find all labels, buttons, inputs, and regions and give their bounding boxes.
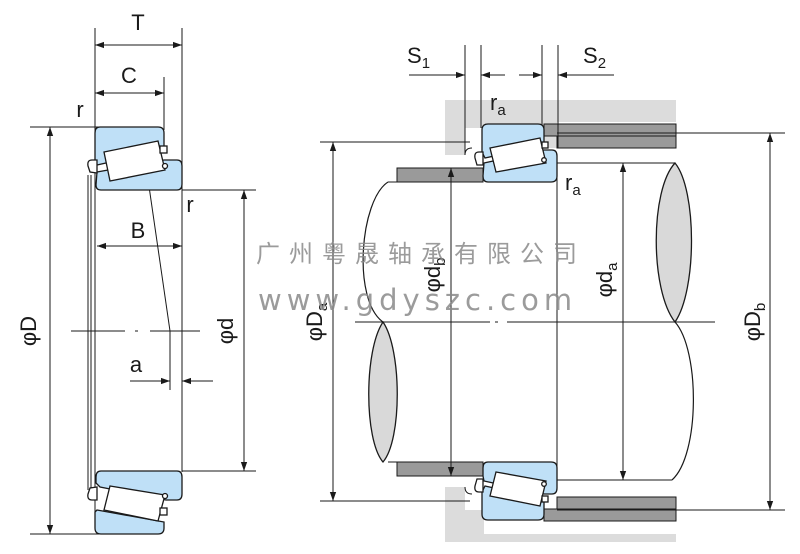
roller-top bbox=[103, 140, 166, 182]
label-B: B bbox=[131, 218, 146, 243]
outer-ring-bottom bbox=[94, 509, 165, 535]
left-bearing-view: T C r r B a φD φd bbox=[16, 10, 256, 535]
shaft-break-lens bbox=[368, 320, 398, 463]
cage-left-bottom bbox=[87, 486, 98, 501]
housing-break-curve-bottom bbox=[671, 321, 694, 481]
watermark-company: 广州粤晟轴承有限公司 bbox=[256, 240, 586, 268]
label-Da: φDa bbox=[302, 302, 331, 341]
housing-top-light-2 bbox=[484, 100, 544, 118]
label-S1: S1 bbox=[407, 43, 430, 72]
mounted-cage-right-top bbox=[541, 141, 549, 149]
watermark: 广州粤晟轴承有限公司 www.gdyszc.com bbox=[256, 240, 586, 317]
label-ra-mid: ra bbox=[565, 170, 581, 199]
mounted-bearing-bottom bbox=[464, 461, 558, 521]
cage-right-top bbox=[159, 145, 168, 154]
mounted-bearing-top bbox=[464, 123, 558, 183]
right-mounting-view: S1 S2 ra ra φDa φdb φda φDb bbox=[302, 43, 785, 542]
shaft-spacer-bottom bbox=[396, 461, 484, 477]
label-a: a bbox=[130, 352, 143, 377]
mounted-rib-dot-bottom bbox=[541, 481, 547, 487]
mounted-roller-top bbox=[489, 137, 547, 173]
cage-right-bottom bbox=[159, 507, 168, 516]
label-Db: φDb bbox=[740, 303, 769, 342]
mounted-cage-right-bottom bbox=[541, 495, 549, 503]
housing-bottom-dark-1 bbox=[556, 496, 677, 510]
label-d: φd bbox=[213, 318, 238, 345]
label-D: φD bbox=[16, 316, 41, 346]
housing-top-dark-2 bbox=[556, 135, 677, 149]
mounted-roller-bottom bbox=[489, 471, 547, 507]
shaft-break-curve-top bbox=[362, 181, 389, 323]
shaft-spacer-top bbox=[396, 167, 484, 183]
watermark-url: www.gdyszc.com bbox=[258, 283, 577, 317]
fillet-bottom bbox=[464, 486, 473, 495]
inner-ring-bottom bbox=[95, 470, 183, 501]
label-S2: S2 bbox=[583, 43, 606, 72]
label-C: C bbox=[121, 63, 137, 88]
housing-top-dark-1 bbox=[543, 123, 677, 137]
rib-dot-bottom bbox=[161, 492, 169, 500]
fillet-top bbox=[464, 147, 473, 156]
label-ra-top: ra bbox=[490, 90, 506, 119]
rib-dot-top bbox=[161, 162, 169, 170]
label-T: T bbox=[131, 10, 144, 35]
housing-bottom-light bbox=[445, 487, 676, 542]
label-r-mid: r bbox=[186, 192, 193, 217]
cage-left-top bbox=[87, 159, 98, 174]
bearing-section-bottom bbox=[87, 470, 183, 535]
housing-bottom-dark-2 bbox=[543, 508, 677, 522]
mounted-rib-dot-top bbox=[541, 157, 547, 163]
mounted-cage-left-top bbox=[474, 151, 484, 166]
label-da: φda bbox=[592, 262, 621, 298]
roller-bottom bbox=[103, 485, 166, 522]
mounted-cage-left-bottom bbox=[474, 478, 484, 493]
label-db: φdb bbox=[420, 258, 449, 293]
bearing-section-top bbox=[87, 126, 183, 191]
housing-break-lens bbox=[655, 162, 693, 324]
label-r-top: r bbox=[76, 97, 83, 122]
